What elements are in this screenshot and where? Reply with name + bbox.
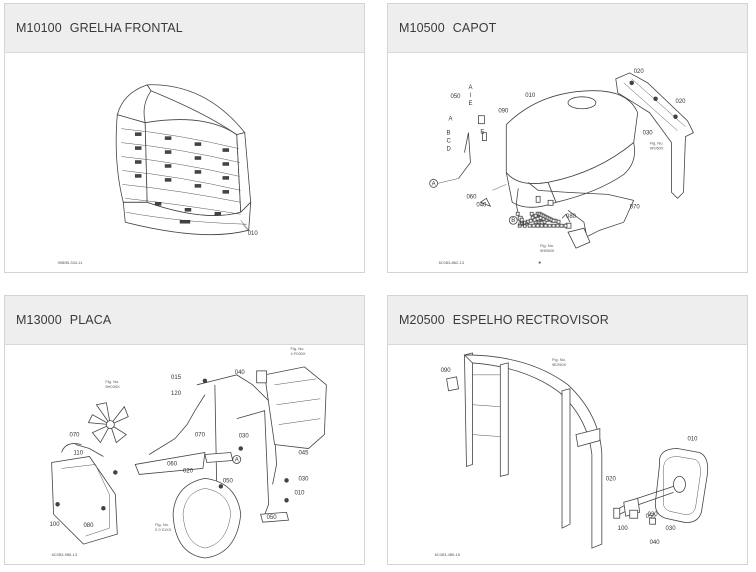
card-header: M20500 ESPELHO RECTROVISOR <box>388 296 747 345</box>
callout-040b: 040 <box>518 222 529 228</box>
part-title: GRELHA FRONTAL <box>69 21 183 35</box>
callout-030: 030 <box>648 512 659 518</box>
callout-015: 015 <box>171 375 182 381</box>
callout-020a: 020 <box>634 69 645 75</box>
card-diagram: Fig. No. 9H030X Fig. No. 4 F030X Fig. No… <box>5 345 364 564</box>
callout-090: 090 <box>441 368 452 374</box>
fig-ref-3-label: Fig. No. <box>155 522 169 527</box>
part-card-capot[interactable]: M10500 CAPOT <box>387 3 748 273</box>
callout-060: 060 <box>466 194 477 200</box>
callout-010: 010 <box>294 490 305 496</box>
diagram-reference: 6C083-862-13 <box>439 260 465 265</box>
fig-ref-1-label: Fig. No. <box>650 141 664 146</box>
callout-C: C <box>447 139 452 145</box>
card-diagram: 050 A I E A B C D E A B 010 020 020 030 … <box>388 53 747 272</box>
callout-040: 040 <box>650 540 661 546</box>
part-code: M10500 <box>399 21 445 35</box>
callout-020: 020 <box>606 476 617 482</box>
callout-D: D <box>447 147 452 153</box>
card-header: M10100 GRELHA FRONTAL <box>5 4 364 53</box>
callout-030b: 030 <box>666 526 677 532</box>
card-header: M13000 PLACA <box>5 296 364 345</box>
part-code: M10100 <box>16 21 62 35</box>
callout-080: 080 <box>566 214 577 220</box>
callout-B-circle: B <box>511 218 515 224</box>
callout-030b: 030 <box>298 476 309 482</box>
callout-110: 110 <box>74 451 84 457</box>
callout-010: 010 <box>525 93 536 99</box>
fig-ref-2-code: 9H050X <box>540 248 555 253</box>
callout-080: 080 <box>83 523 94 529</box>
card-diagram: 090 Fig. No. 9E290X 010 020 030 030 040 … <box>388 345 747 564</box>
callout-070b: 070 <box>195 433 206 439</box>
fig-ref-2-label: Fig. No. <box>540 243 554 248</box>
part-card-placa[interactable]: M13000 PLACA <box>4 295 365 565</box>
fig-ref-1-code: 9H030X <box>105 384 120 389</box>
callout-040a: 040 <box>476 202 487 208</box>
card-header: M10500 CAPOT <box>388 4 747 53</box>
callout-B: B <box>447 131 451 137</box>
callout-A-circle: A <box>432 181 436 187</box>
callout-A: A <box>468 85 472 91</box>
part-card-grelha-frontal[interactable]: M10100 GRELHA FRONTAL <box>4 3 365 273</box>
callout-040: 040 <box>235 370 246 376</box>
callout-050: 050 <box>223 478 234 484</box>
callout-E2: E <box>480 130 484 136</box>
callout-A: A <box>235 457 239 463</box>
callout-010: 010 <box>687 437 698 443</box>
callout-050b: 050 <box>267 515 278 521</box>
fig-ref-2-code: 4 F030X <box>291 351 306 356</box>
diagram-front-grille: 010 9980B-334-11 <box>58 84 259 265</box>
callout-I: I <box>469 93 471 99</box>
callout-045: 045 <box>298 451 309 457</box>
callout-010: 010 <box>248 231 259 237</box>
diagram-plate: Fig. No. 9H030X Fig. No. 4 F030X Fig. No… <box>50 346 327 559</box>
part-title: PLACA <box>69 313 112 327</box>
fig-ref-3-code: 0 0 01XX <box>155 527 172 532</box>
callout-070a: 070 <box>70 433 81 439</box>
card-diagram: 010 9980B-334-11 <box>5 53 364 272</box>
part-code: M13000 <box>16 313 62 327</box>
diagram-reference: 6C083-985-13 <box>52 552 78 557</box>
callout-E: E <box>468 101 472 107</box>
callout-050: 050 <box>451 94 462 100</box>
fig-ref-1-code: 9E290X <box>552 362 566 367</box>
callout-050: 050 <box>646 514 657 520</box>
callout-030a: 030 <box>239 434 250 440</box>
diagram-mirror: 090 Fig. No. 9E290X 010 020 030 030 040 … <box>435 352 709 557</box>
callout-070: 070 <box>630 204 641 210</box>
fig-ref-1-code: 9F050X <box>650 146 664 151</box>
fig-ref-1-label: Fig. No. <box>105 379 119 384</box>
callout-120: 120 <box>171 391 182 397</box>
callout-020: 020 <box>183 468 194 474</box>
callout-020b: 020 <box>676 99 687 105</box>
callout-060: 060 <box>167 461 178 467</box>
diagram-reference: 9980B-334-11 <box>58 260 84 265</box>
diagram-reference: 6C083-485-15 <box>435 552 461 557</box>
part-card-espelho-rectrovisor[interactable]: M20500 ESPELHO RECTROVISOR 090 <box>387 295 748 565</box>
fig-ref-1-label: Fig. No. <box>552 357 566 362</box>
callout-090: 090 <box>498 109 509 115</box>
callout-100: 100 <box>618 526 629 532</box>
fig-ref-2-label: Fig. No. <box>291 346 305 351</box>
part-code: M20500 <box>399 313 445 327</box>
callout-030: 030 <box>643 131 654 137</box>
callout-A2: A <box>449 117 453 123</box>
part-title: CAPOT <box>452 21 497 35</box>
part-title: ESPELHO RECTROVISOR <box>452 313 609 327</box>
callout-100: 100 <box>50 522 61 528</box>
diagram-hood: 050 A I E A B C D E A B 010 020 020 030 … <box>429 69 694 265</box>
